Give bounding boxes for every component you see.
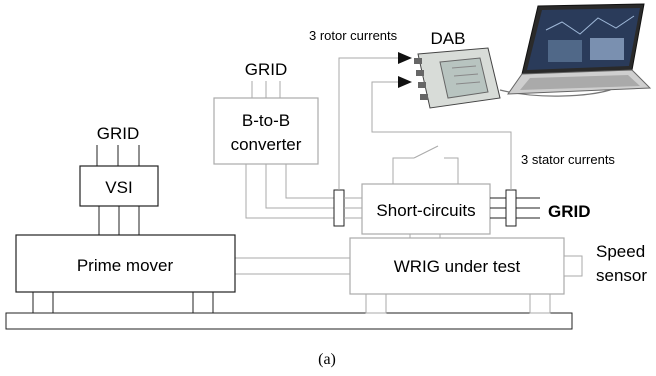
stator-current-sensor xyxy=(505,189,517,227)
stator-currents-label: 3 stator currents xyxy=(521,152,615,167)
vsi-label: VSI xyxy=(105,178,132,197)
speed-sensor-label-line2: sensor xyxy=(596,266,647,285)
prime-mover-foot-right xyxy=(192,291,214,314)
btob-grid-label: GRID xyxy=(245,60,288,79)
wrig-foot-right xyxy=(529,293,551,314)
prime-mover-foot-left xyxy=(32,291,54,314)
speed-sensor-box xyxy=(563,255,583,277)
laptop-icon xyxy=(507,3,652,95)
btob-label-line1: B-to-B xyxy=(242,111,290,130)
btob-converter-block xyxy=(213,97,319,165)
bypass-switch-return xyxy=(444,157,459,184)
rotor-arrow-icon xyxy=(398,52,412,64)
btob-rotor-wire-2 xyxy=(265,164,334,209)
btob-rotor-wire-1 xyxy=(245,164,334,219)
short-circuits-block xyxy=(361,183,491,235)
dab-device-icon xyxy=(414,47,501,109)
rotor-current-sensor xyxy=(333,189,345,227)
rotor-currents-label: 3 rotor currents xyxy=(309,28,398,43)
rotor-measurement-line xyxy=(338,57,398,190)
btob-rotor-wire-3 xyxy=(285,164,334,199)
figure-caption: (a) xyxy=(318,351,336,368)
wrig-foot-left xyxy=(365,293,387,314)
btob-label-line2: converter xyxy=(231,135,302,154)
wrig-label: WRIG under test xyxy=(394,257,521,276)
prime-mover-block xyxy=(15,234,236,293)
stator-measurement-line xyxy=(371,81,512,190)
short-circuits-label: Short-circuits xyxy=(376,201,475,220)
bypass-switch-blade xyxy=(413,145,439,159)
vsi-grid-label: GRID xyxy=(97,124,140,143)
bypass-switch-wire xyxy=(392,157,414,184)
dab-label: DAB xyxy=(431,29,466,48)
base-plate xyxy=(5,312,573,330)
grid-right-label: GRID xyxy=(548,202,591,221)
stator-arrow-icon xyxy=(398,76,412,88)
speed-sensor-label-line1: Speed xyxy=(596,242,645,261)
prime-mover-label: Prime mover xyxy=(77,256,174,275)
